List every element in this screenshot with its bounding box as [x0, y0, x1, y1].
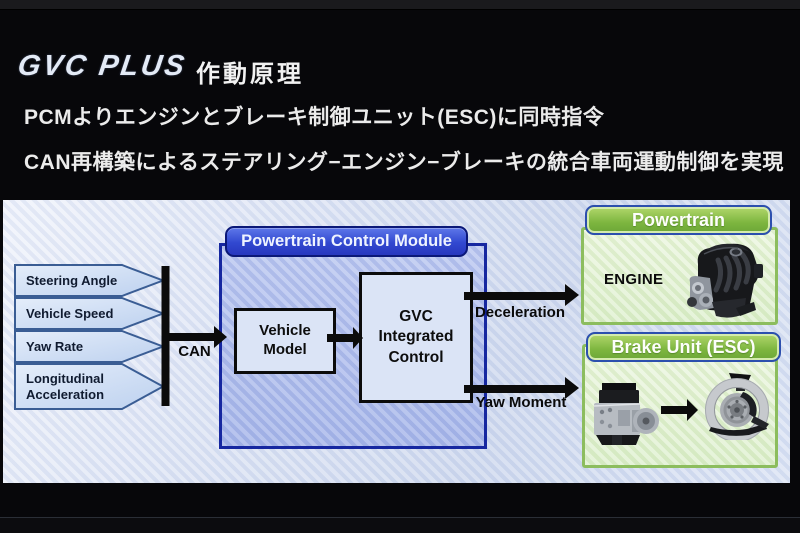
vehicle-model-block: Vehicle Model	[234, 308, 336, 374]
brake-disc-assembly-photo	[705, 373, 769, 440]
slide-title-jp: 作動原理	[196, 61, 304, 88]
input-label-vehicle-speed: Vehicle Speed	[26, 305, 114, 321]
screen-top-bezel	[0, 0, 800, 10]
pcm-header: Powertrain Control Module	[225, 226, 468, 257]
diagram-panel: Powertrain Control Module Vehicle Model …	[3, 200, 790, 483]
engine-label: ENGINE	[604, 271, 664, 288]
screen-below-area	[0, 518, 800, 533]
can-arrow	[168, 333, 214, 341]
gvc-integrated-control-block: GVC Integrated Control	[359, 272, 473, 403]
subtitle-line-1: PCMよりエンジンとブレーキ制御ユニット(ESC)に同時指令	[24, 106, 605, 129]
engine-photo	[687, 243, 763, 318]
yaw-moment-label: Yaw Moment	[475, 394, 567, 411]
gvc-plus-logo: GVC PLUS	[15, 50, 189, 82]
subtitle-line-2: CAN再構築によるステアリング−エンジン−ブレーキの統合車両運動制御を実現	[24, 151, 784, 174]
input-label-yaw-rate: Yaw Rate	[26, 338, 84, 354]
can-bus-label: CAN	[178, 343, 211, 360]
abs-hydraulic-unit-photo	[593, 383, 659, 445]
brake-caliper	[740, 392, 757, 418]
powertrain-header: Powertrain	[585, 205, 772, 235]
intake-runners	[713, 251, 751, 293]
screen-bottom-edge	[0, 517, 800, 518]
input-label-steering-angle: Steering Angle	[26, 272, 118, 288]
input-label-longitudinal-acceleration: Longitudinal Acceleration	[26, 370, 105, 402]
deceleration-label: Deceleration	[474, 304, 566, 321]
can-bus-bar	[161, 266, 170, 406]
brake-unit-header: Brake Unit (ESC)	[586, 332, 781, 362]
